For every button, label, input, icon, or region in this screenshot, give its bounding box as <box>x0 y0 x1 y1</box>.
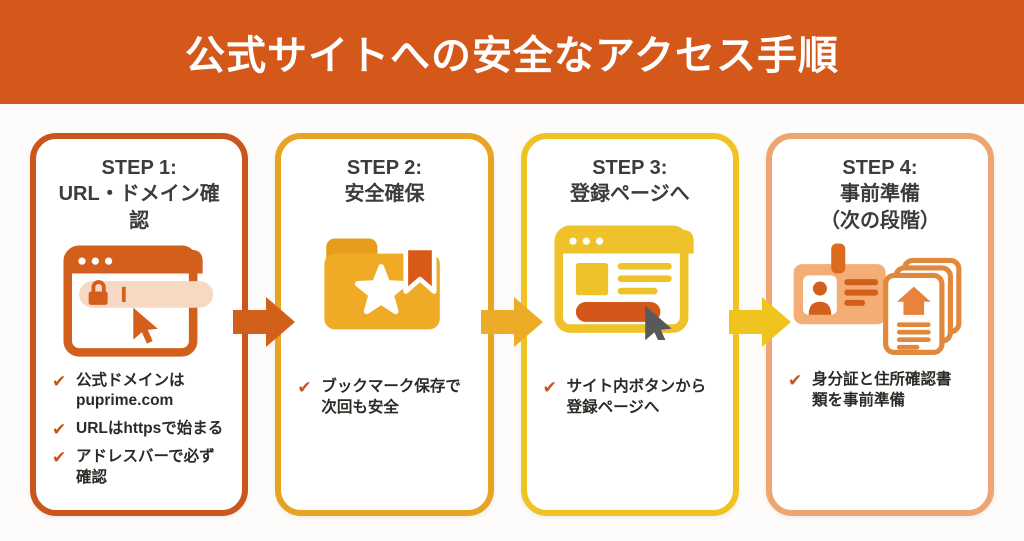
bullet-text: 身分証と住所確認書 類を事前準備 <box>811 371 952 409</box>
bullet-text: 公式ドメインは puprime.com <box>76 371 185 410</box>
step-card-3: STEP 3: 登録ページへ ✔ サイト内ボタンから 登録ページへ <box>520 133 739 516</box>
check-icon: ✔ <box>542 378 557 397</box>
step-arrow-3 <box>729 294 791 350</box>
step-2-bullets: ✔ ブックマーク保存で 次回も安全 <box>295 377 473 426</box>
step-card-4: STEP 4: 事前準備 （次の段階） <box>765 133 994 516</box>
browser-address-lock-icon <box>50 241 228 362</box>
id-card-documents-icon <box>786 238 974 356</box>
step-1-title: STEP 1: URL・ドメイン確認 <box>58 157 220 232</box>
check-icon: ✔ <box>52 371 67 391</box>
bullet-text: サイト内ボタンから 登録ページへ <box>566 378 707 416</box>
check-icon: ✔ <box>297 378 312 397</box>
check-icon: ✔ <box>52 420 67 440</box>
step-3-title: STEP 3: 登録ページへ <box>570 157 690 206</box>
bullet-item: ✔ 身分証と住所確認書 類を事前準備 <box>788 370 972 412</box>
step-2-title: STEP 2: 安全確保 <box>344 157 425 206</box>
page-title: 公式サイトへの安全なアクセス手順 <box>185 34 839 78</box>
bullet-text: ブックマーク保存で 次回も安全 <box>321 378 461 416</box>
bullet-item: ✔ サイト内ボタンから 登録ページへ <box>543 377 717 419</box>
step-card-2: STEP 2: 安全確保 ✔ ブックマーク保存で 次回も安全 <box>275 133 494 516</box>
step-1-bullets: ✔ 公式ドメインは puprime.com ✔ URLはhttpsで始まる ✔ … <box>50 371 228 496</box>
bullet-item: ✔ アドレスバーで必ず 確認 <box>52 447 226 489</box>
step-4-title: STEP 4: 事前準備 （次の段階） <box>819 157 940 232</box>
step-arrow-1 <box>233 294 295 350</box>
check-icon: ✔ <box>787 371 803 391</box>
step-arrow-2 <box>481 294 543 350</box>
bookmark-folder-icon <box>295 219 473 345</box>
step-3-bullets: ✔ サイト内ボタンから 登録ページへ <box>541 377 719 426</box>
bullet-item: ✔ URLはhttpsで始まる <box>52 419 226 440</box>
step-4-bullets: ✔ 身分証と住所確認書 類を事前準備 <box>786 370 974 419</box>
check-icon: ✔ <box>52 448 67 468</box>
bullet-item: ✔ 公式ドメインは puprime.com <box>52 371 226 413</box>
bullet-item: ✔ ブックマーク保存で 次回も安全 <box>297 377 471 419</box>
signup-page-button-icon <box>541 219 719 345</box>
bullet-text: アドレスバーで必ず 確認 <box>76 448 215 487</box>
steps-row: STEP 1: URL・ドメイン確認 ✔ 公式ドメインは puprime.com <box>0 104 1024 516</box>
header-banner: 公式サイトへの安全なアクセス手順 <box>0 0 1024 104</box>
step-card-1: STEP 1: URL・ドメイン確認 ✔ 公式ドメインは puprime.com <box>30 133 249 516</box>
bullet-text: URLはhttpsで始まる <box>76 420 224 438</box>
